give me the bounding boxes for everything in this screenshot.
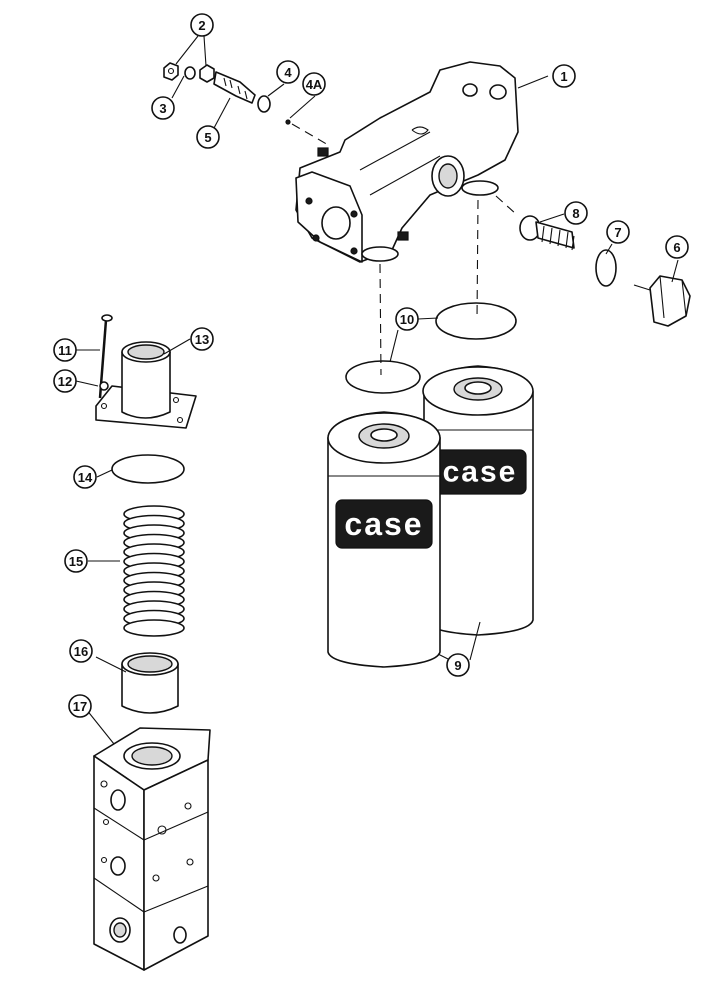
callout-circle	[302, 72, 326, 96]
callout-number: 8	[572, 206, 579, 221]
filter-bypass-parts	[495, 195, 691, 327]
callout-6: 6	[665, 235, 689, 259]
callout-4: 4	[276, 60, 300, 84]
callout-circle	[564, 201, 588, 225]
leader-lines	[75, 35, 679, 745]
callout-number: 3	[159, 101, 166, 116]
callout-13: 13	[190, 327, 214, 351]
valve-block	[93, 727, 211, 971]
callout-number: 4	[284, 65, 292, 80]
callout-number: 9	[454, 658, 461, 673]
filter-canister-rear: case	[422, 365, 534, 636]
filter-head-housing	[295, 61, 519, 263]
callout-circle	[73, 465, 97, 489]
callout-number: 1	[560, 69, 567, 84]
callout-14: 14	[73, 465, 97, 489]
callout-circle	[53, 369, 77, 393]
callout-1: 1	[552, 64, 576, 88]
callout-2: 2	[190, 13, 214, 37]
callout-number: 5	[204, 130, 211, 145]
callout-number: 2	[198, 18, 205, 33]
callout-3: 3	[151, 96, 175, 120]
spring	[123, 505, 185, 637]
callout-circle	[276, 60, 300, 84]
callout-circle	[190, 327, 214, 351]
callout-15: 15	[64, 549, 88, 573]
callout-9: 9	[446, 653, 470, 677]
relief-valve-assembly	[163, 62, 331, 147]
sleeve	[121, 652, 179, 714]
callout-circle	[606, 220, 630, 244]
callout-number: 6	[673, 240, 680, 255]
callout-10: 10	[395, 307, 419, 331]
callout-circle	[53, 338, 77, 362]
callout-circle	[446, 653, 470, 677]
mounting-flange-assembly	[95, 314, 197, 429]
callout-4a: 4A	[302, 72, 326, 96]
callout-circle	[190, 13, 214, 37]
callout-number: 15	[69, 554, 83, 569]
filter-o-rings	[345, 199, 517, 394]
callout-circle	[196, 125, 220, 149]
callout-number: 13	[195, 332, 209, 347]
callout-12: 12	[53, 369, 77, 393]
callout-7: 7	[606, 220, 630, 244]
callout-circle	[395, 307, 419, 331]
filter-brand-label: case	[344, 506, 423, 542]
callout-number: 12	[58, 374, 72, 389]
callout-number: 17	[73, 699, 87, 714]
callout-circle	[151, 96, 175, 120]
spring-coil	[123, 619, 185, 637]
filter-canister-front: case	[327, 411, 441, 668]
flange-o-ring	[111, 454, 185, 484]
callout-number: 10	[400, 312, 414, 327]
callout-number: 14	[78, 470, 93, 485]
callout-17: 17	[68, 694, 92, 718]
callout-number: 11	[58, 343, 72, 358]
callout-circle	[552, 64, 576, 88]
callout-16: 16	[69, 639, 93, 663]
callout-11: 11	[53, 338, 77, 362]
callout-number: 16	[74, 644, 88, 659]
callout-8: 8	[564, 201, 588, 225]
callout-number: 4A	[306, 77, 323, 92]
callout-number: 7	[614, 225, 621, 240]
callout-circle	[68, 694, 92, 718]
callout-circle	[64, 549, 88, 573]
callout-circle	[665, 235, 689, 259]
callout-circle	[69, 639, 93, 663]
filter-brand-label: case	[443, 456, 518, 489]
callout-5: 5	[196, 125, 220, 149]
